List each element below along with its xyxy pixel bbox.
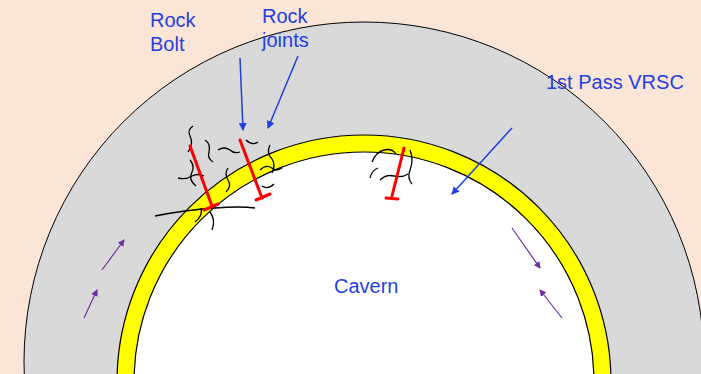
label-text: 1st Pass VRSC (546, 70, 696, 94)
rock-joints (155, 126, 412, 230)
vrsc-lining (117, 135, 611, 374)
label-text: Rock joints (262, 4, 332, 52)
label-text: Cavern (334, 274, 434, 298)
rock-mass (24, 22, 701, 374)
stress-arrows (84, 228, 562, 318)
rock-bolts (190, 140, 404, 210)
leader-lines (240, 56, 512, 194)
label-text: Rock Bolt (150, 8, 220, 56)
